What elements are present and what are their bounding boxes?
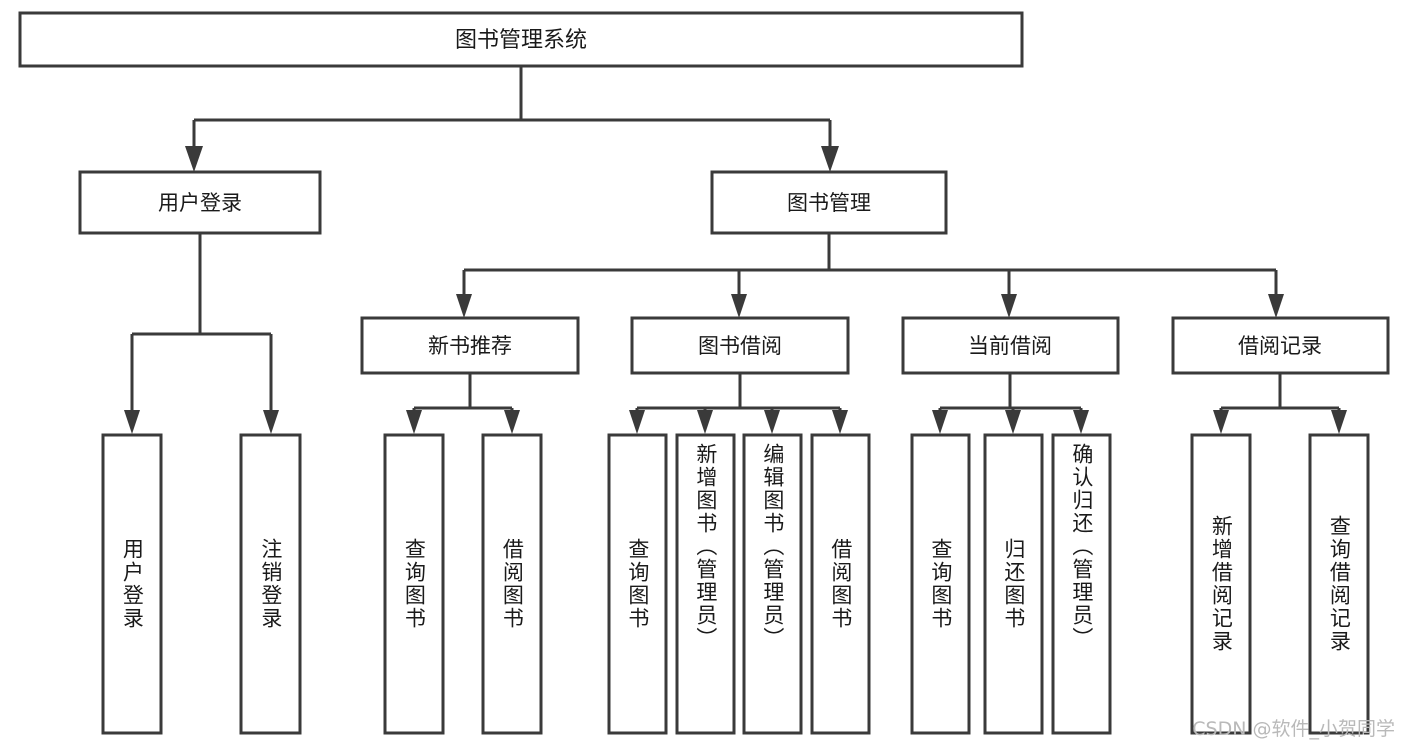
node-leaf-user-logout[interactable] <box>239 433 302 735</box>
node-borrow-record[interactable]: 借阅记录 <box>1171 316 1390 375</box>
node-borrow-record-label: 借阅记录 <box>1238 334 1322 358</box>
node-book-manage-label: 图书管理 <box>787 191 871 215</box>
leaf-boxes <box>101 433 1370 735</box>
node-book-borrow-label: 图书借阅 <box>698 334 782 358</box>
node-book-borrow[interactable]: 图书借阅 <box>630 316 850 375</box>
node-leaf-query-record[interactable] <box>1308 433 1370 735</box>
connector-current-borrow-to-leaves <box>932 373 1089 434</box>
node-leaf-query-book-3[interactable] <box>910 433 971 735</box>
node-book-manage[interactable]: 图书管理 <box>710 170 948 235</box>
node-leaf-borrow-book-2[interactable] <box>810 433 871 735</box>
node-leaf-confirm-return[interactable] <box>1051 433 1112 735</box>
node-leaf-borrow-book-1[interactable] <box>481 433 543 735</box>
connector-borrow-record-to-leaves <box>1213 373 1347 434</box>
node-leaf-add-record[interactable] <box>1190 433 1252 735</box>
node-leaf-query-book-1[interactable] <box>383 433 445 735</box>
node-root[interactable]: 图书管理系统 <box>18 11 1024 68</box>
connector-root-to-level2 <box>185 66 839 172</box>
node-current-borrow-label: 当前借阅 <box>968 334 1052 358</box>
node-leaf-query-book-2[interactable] <box>607 433 668 735</box>
connector-book-borrow-to-leaves <box>629 373 848 434</box>
connector-new-book-rec-to-leaves <box>406 373 520 434</box>
node-leaf-return-book[interactable] <box>983 433 1044 735</box>
node-user-login-label: 用户登录 <box>158 191 242 215</box>
node-leaf-add-book[interactable] <box>675 433 736 735</box>
node-root-label: 图书管理系统 <box>455 28 587 53</box>
connector-book-manage-to-level3 <box>456 233 1284 318</box>
connector-user-login-to-leaves <box>124 233 279 434</box>
node-new-book-rec[interactable]: 新书推荐 <box>360 316 580 375</box>
node-leaf-user-login[interactable] <box>101 433 163 735</box>
watermark-text: CSDN @软件_小贺同学 <box>1192 718 1395 740</box>
node-leaf-edit-book[interactable] <box>742 433 803 735</box>
node-new-book-rec-label: 新书推荐 <box>428 334 512 358</box>
node-current-borrow[interactable]: 当前借阅 <box>901 316 1120 375</box>
node-user-login[interactable]: 用户登录 <box>78 170 322 235</box>
